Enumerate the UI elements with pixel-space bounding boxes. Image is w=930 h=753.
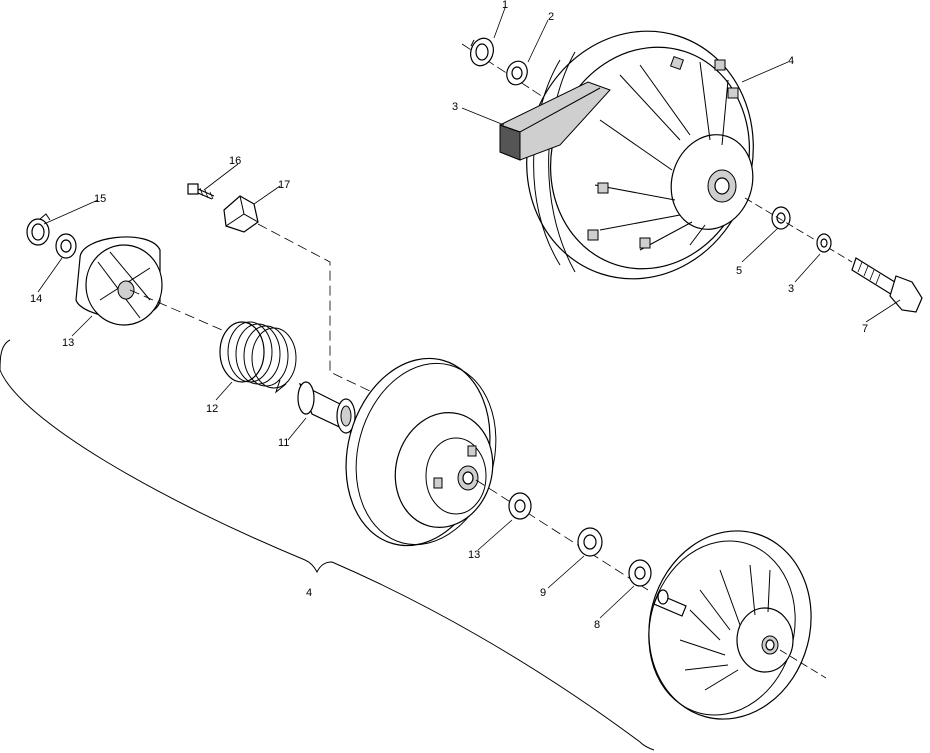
callout-2: 2 [548,11,554,23]
callout-17: 17 [278,179,290,191]
callout-8: 8 [594,619,600,631]
part-5-washer [744,197,853,263]
callout-5: 5 [736,265,742,277]
part-9-washer [577,527,603,557]
callout-9: 9 [540,587,546,599]
callout-4-upper: 4 [788,55,794,67]
callout-12: 12 [206,403,218,415]
part-8-washer [628,559,652,587]
part-13-helix [75,236,246,341]
moveable-sheave [345,357,649,591]
part-2-washer [506,60,528,86]
assembly-bracket [0,339,655,751]
callout-13-helix: 13 [62,337,74,349]
fixed-sheave [648,530,827,720]
part-3-lock-washer [816,233,832,253]
part-12-spring [219,321,297,394]
callout-7: 7 [862,323,868,335]
part-3-drive-belt [499,81,611,161]
callout-1: 1 [502,0,508,11]
part-13-washer [508,492,532,520]
callout-14: 14 [30,293,42,305]
part-1-bearing [470,37,494,67]
part-14-washer [55,233,77,259]
callout-11: 11 [278,437,289,449]
callout-3-belt: 3 [452,101,458,113]
part-7-bolt [851,257,923,313]
callout-16: 16 [229,155,241,167]
callout-3-lock-washer: 3 [788,283,794,295]
part-16-screw [187,183,215,200]
part-11-bushing [297,381,356,434]
callout-15: 15 [94,193,106,205]
leader-lines [37,7,901,619]
callout-13-washer: 13 [468,549,480,561]
callout-4-assembly: 4 [306,587,312,599]
part-17-button [223,195,373,393]
part-15-snap-ring [26,213,51,246]
